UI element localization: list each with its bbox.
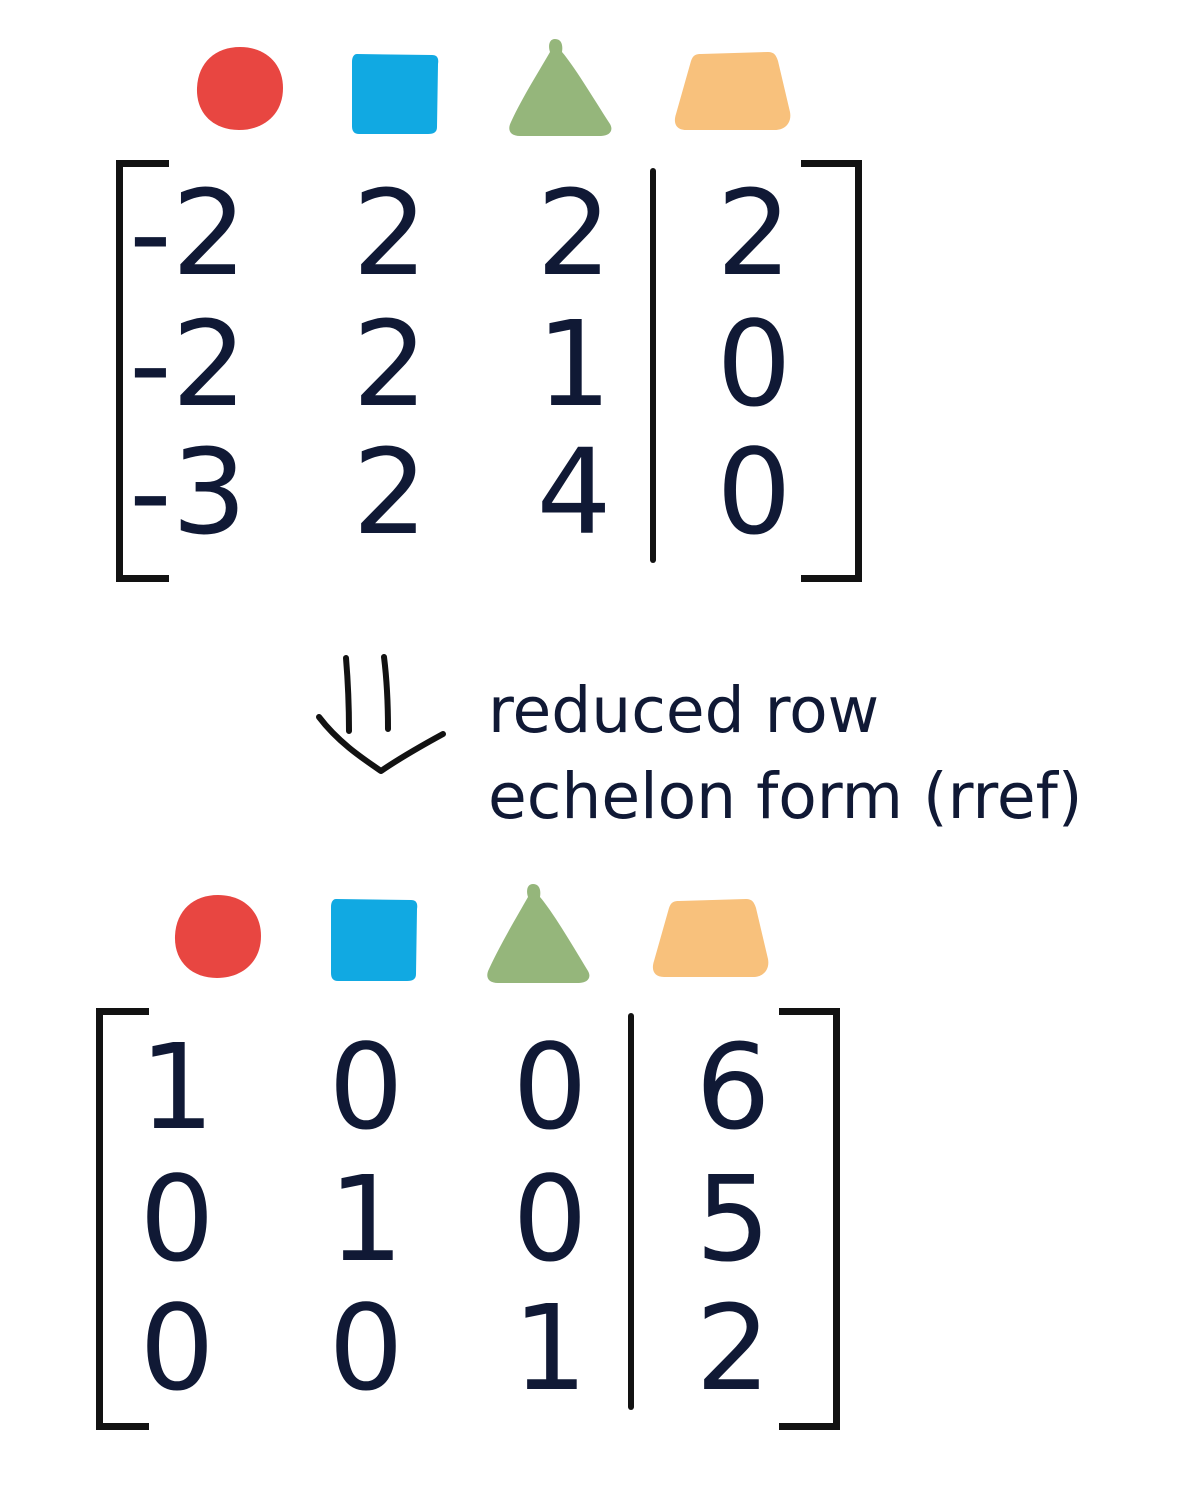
matrix-cell: 1 bbox=[512, 1279, 588, 1417]
matrix-cell: 1 bbox=[328, 1150, 404, 1288]
matrix-cell: -2 bbox=[129, 295, 247, 433]
orange-trapezoid-icon bbox=[672, 50, 794, 132]
right-bracket bbox=[801, 160, 862, 582]
orange-trapezoid-icon bbox=[650, 897, 772, 979]
augmented-divider bbox=[650, 168, 656, 563]
matrix-cell: 6 bbox=[695, 1018, 771, 1156]
augmented-divider bbox=[628, 1013, 634, 1410]
caption-line-2: echelon form (rref) bbox=[488, 760, 1083, 833]
matrix-cell: 0 bbox=[139, 1150, 215, 1288]
matrix-cell: 4 bbox=[536, 423, 612, 561]
left-bracket bbox=[116, 160, 169, 582]
matrix-cell: 0 bbox=[716, 295, 792, 433]
red-circle-icon bbox=[172, 892, 264, 980]
matrix-cell: 1 bbox=[536, 295, 612, 433]
matrix-cell: 2 bbox=[536, 164, 612, 302]
right-bracket bbox=[779, 1008, 840, 1430]
matrix-cell: 0 bbox=[716, 423, 792, 561]
matrix-cell: 0 bbox=[139, 1279, 215, 1417]
red-circle-icon bbox=[194, 44, 286, 132]
matrix-cell: 0 bbox=[328, 1018, 404, 1156]
left-bracket bbox=[96, 1008, 149, 1430]
matrix-cell: 2 bbox=[352, 295, 428, 433]
matrix-cell: 2 bbox=[695, 1279, 771, 1417]
matrix-cell: 2 bbox=[352, 423, 428, 561]
caption-line-1: reduced row bbox=[488, 674, 880, 747]
matrix-cell: -3 bbox=[129, 423, 247, 561]
matrix-cell: 2 bbox=[716, 164, 792, 302]
rref-caption: reduced row echelon form (rref) bbox=[488, 668, 1128, 840]
double-down-arrow-icon bbox=[310, 650, 460, 785]
matrix-cell: 0 bbox=[328, 1279, 404, 1417]
matrix-cell: 0 bbox=[512, 1018, 588, 1156]
matrix-cell: -2 bbox=[129, 164, 247, 302]
blue-square-icon bbox=[329, 898, 419, 982]
matrix-cell: 1 bbox=[139, 1018, 215, 1156]
green-triangle-icon bbox=[484, 883, 594, 985]
matrix-cell: 2 bbox=[352, 164, 428, 302]
matrix-cell: 0 bbox=[512, 1150, 588, 1288]
green-triangle-icon bbox=[506, 38, 616, 138]
matrix-cell: 5 bbox=[695, 1150, 771, 1288]
blue-square-icon bbox=[350, 53, 440, 135]
